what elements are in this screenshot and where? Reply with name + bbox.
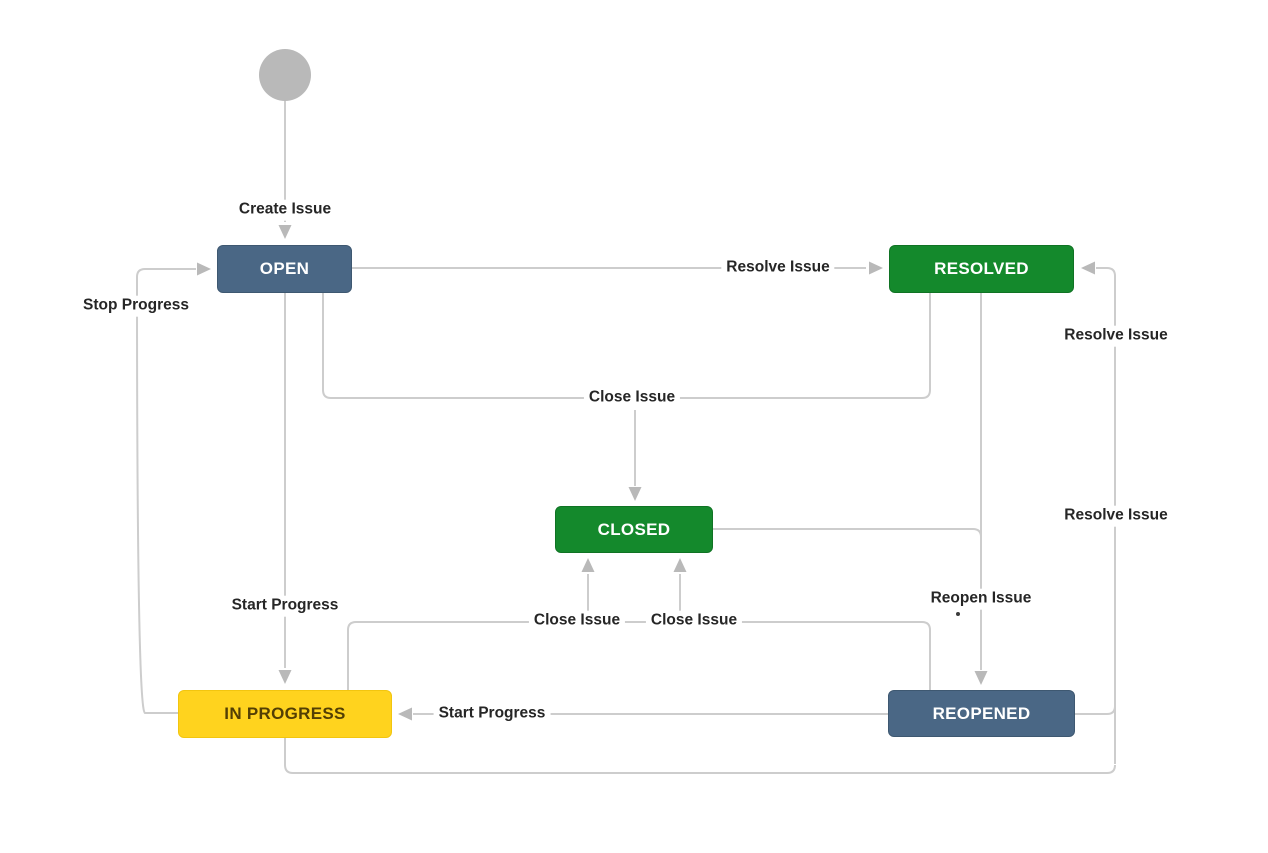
- status-node-resolved[interactable]: RESOLVED: [889, 245, 1074, 293]
- arrowhead-into-open-top: [278, 225, 292, 239]
- reopened-right-connector: [1075, 705, 1116, 715]
- status-node-open[interactable]: OPEN: [217, 245, 352, 293]
- status-node-closed[interactable]: CLOSED: [555, 506, 713, 553]
- arrowhead-into-resolved-left: [869, 261, 883, 275]
- label-start-progress-top: Start Progress: [226, 595, 344, 617]
- stop-progress-line: [135, 268, 196, 714]
- arrowhead-into-inprogress-top: [278, 670, 292, 684]
- arrowhead-into-reopened-top: [974, 671, 988, 685]
- right-vertical-to-resolved: [1096, 267, 1116, 764]
- arrowhead-into-closed-top: [628, 487, 642, 501]
- label-resolve-issue-right-2: Resolve Issue: [1059, 505, 1173, 527]
- start-node[interactable]: [259, 49, 311, 101]
- status-node-reopened[interactable]: REOPENED: [888, 690, 1075, 737]
- closed-to-reopened-merge: [713, 528, 982, 545]
- label-stop-progress: Stop Progress: [78, 295, 194, 317]
- arrowhead-into-inprogress-right: [398, 707, 412, 721]
- label-close-issue-left: Close Issue: [528, 610, 626, 632]
- open-resolved-to-closed-rail: [322, 293, 931, 399]
- label-resolve-issue-top: Resolve Issue: [721, 257, 835, 279]
- label-reopen-issue: Reopen Issue: [925, 588, 1037, 610]
- label-close-issue-middle: Close Issue: [583, 387, 681, 409]
- arrowhead-into-open-left: [197, 262, 211, 276]
- label-close-issue-right: Close Issue: [645, 610, 743, 632]
- inprogress-bottom-line: [284, 738, 1116, 774]
- status-node-in-progress[interactable]: IN PROGRESS: [178, 690, 392, 738]
- label-start-progress-bottom: Start Progress: [433, 703, 551, 725]
- label-resolve-issue-right-1: Resolve Issue: [1059, 325, 1173, 347]
- arrowhead-into-closed-bottom-1: [581, 558, 595, 572]
- arrowhead-into-resolved-right: [1081, 261, 1095, 275]
- arrowhead-into-closed-bottom-2: [673, 558, 687, 572]
- inprogress-reopened-closed-rail: [347, 621, 931, 690]
- label-artifact-dot: [956, 612, 960, 616]
- label-create-issue: Create Issue: [233, 199, 337, 221]
